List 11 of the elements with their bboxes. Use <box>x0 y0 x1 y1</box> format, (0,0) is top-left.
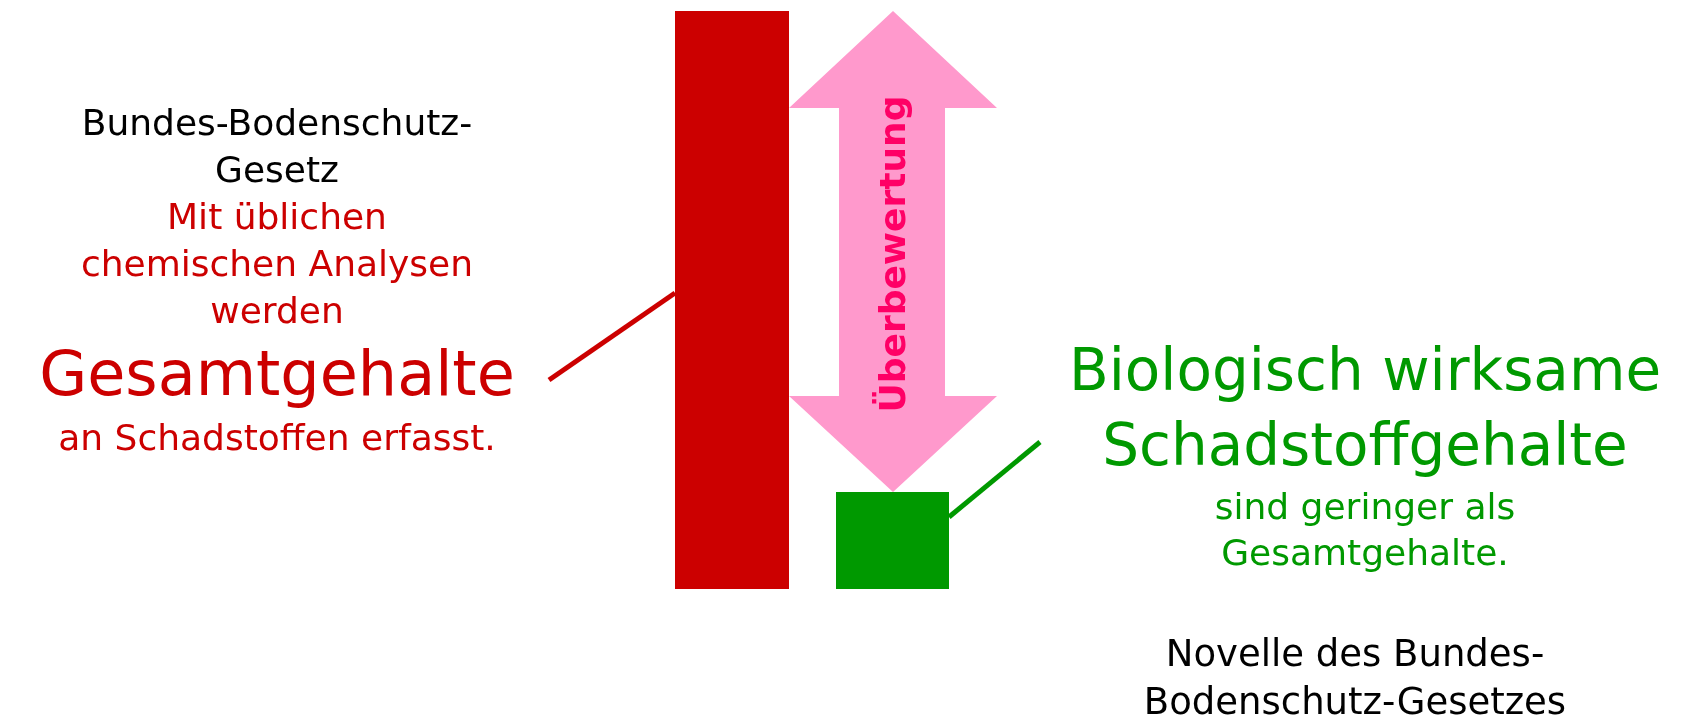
description-text: sind geringer als Gesamtgehalte. <box>1213 484 1517 576</box>
note-text: Novelle des Bundes-Bodenschutz-Gesetzes <box>1142 631 1568 726</box>
arrow-label: Überbewertung <box>871 95 913 413</box>
law-title: Bundes-Bodenschutz-Gesetz <box>80 101 474 193</box>
description-text: an Schadstoffen erfasst. <box>58 415 496 460</box>
bioavailable-content-bar <box>836 492 949 589</box>
emphasis-text: Biologisch wirksame Schadstoffgehalte <box>1067 334 1663 482</box>
leader-line <box>547 290 677 383</box>
description-text: Mit üblichen chemischen Analysen werden <box>79 194 475 333</box>
emphasis-text: Gesamtgehalte <box>39 336 515 413</box>
total-content-bar <box>675 11 789 589</box>
